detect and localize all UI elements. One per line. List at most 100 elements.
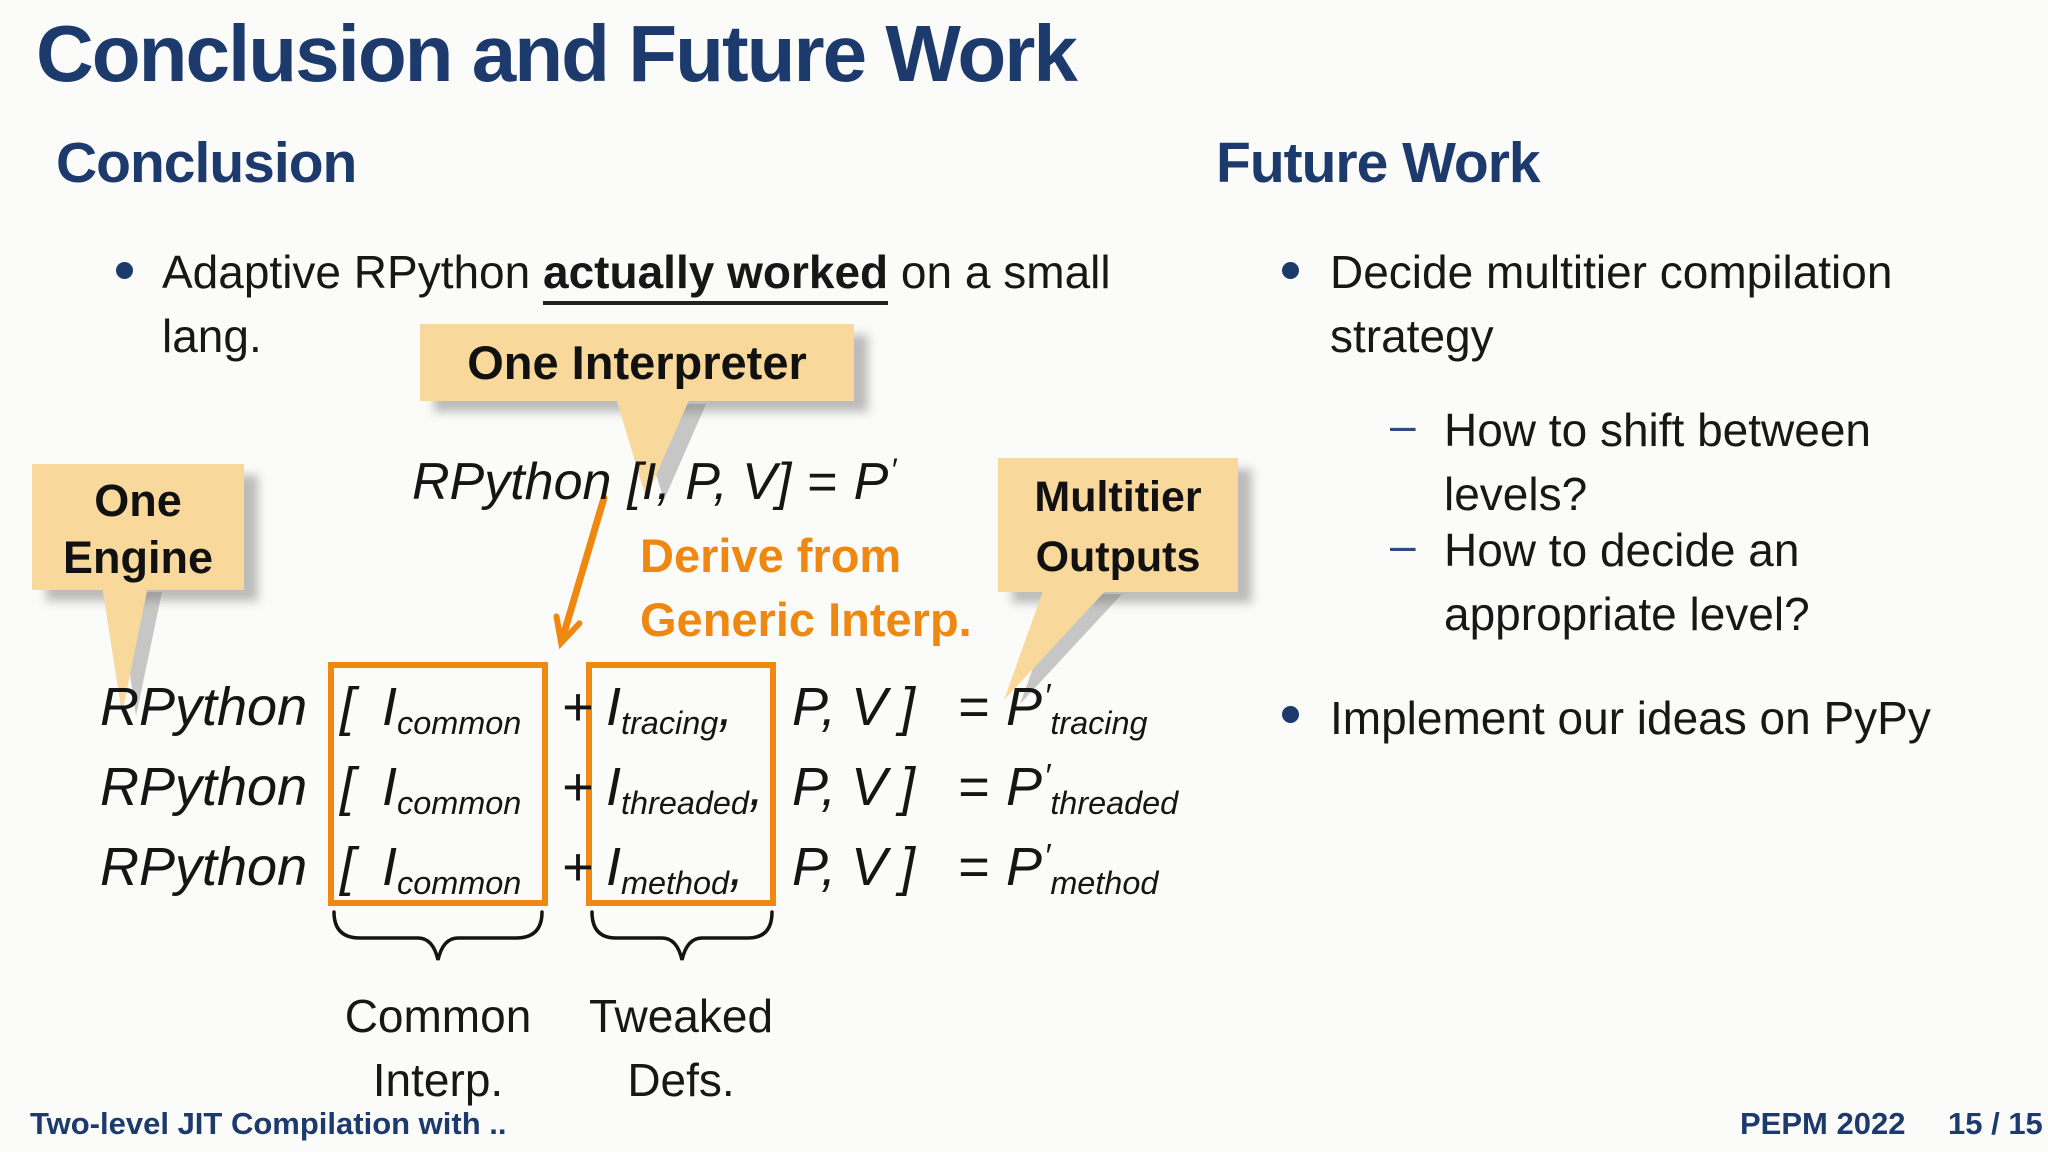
eq-lhs: RPython <box>100 837 308 897</box>
callout-multitier-outputs: Multitier Outputs <box>998 458 1238 592</box>
eq-lhs: RPython <box>100 757 308 817</box>
eq-prime: ′ <box>1044 757 1051 795</box>
formula-prime: ′ <box>890 452 897 489</box>
formula-name: RPython <box>412 453 612 511</box>
footer-conference: PEPM 2022 <box>1740 1106 1906 1141</box>
derive-annotation: Derive from Generic Interp. <box>640 524 972 652</box>
eq-base: I <box>606 677 622 737</box>
eq-common-term: Icommon <box>382 836 550 902</box>
bullet-dot <box>116 262 133 279</box>
eq-result-term: P′method <box>1006 836 1158 902</box>
label-tweaked-defs: Tweaked Defs. <box>582 984 780 1112</box>
bullet-dot <box>1282 706 1299 723</box>
callout-multitier-line2: Outputs <box>1035 533 1201 581</box>
callout-one-engine: One Engine <box>32 464 244 590</box>
eq-equals: = <box>958 837 990 897</box>
bullet-text-post: on a small lang. <box>162 246 1111 362</box>
eq-equals: = <box>958 757 990 817</box>
eq-result-term: P′threaded <box>1006 756 1178 822</box>
footer-page-number: 15 / 15 <box>1948 1106 2043 1141</box>
eq-open-bracket: [ <box>340 837 356 897</box>
eq-result: P <box>1006 677 1043 737</box>
eq-prime: ′ <box>1044 837 1051 875</box>
eq-args: P, V <box>792 757 888 817</box>
label-common-interp: Common Interp. <box>326 984 550 1112</box>
eq-lhs: RPython <box>100 677 308 737</box>
label-tweaked-line2: Defs. <box>627 1054 735 1106</box>
conclusion-bullet: Adaptive RPython actually worked on a sm… <box>162 240 1202 368</box>
formula-vars: I, P, V <box>641 453 777 511</box>
formula-result: P <box>853 453 889 511</box>
eq-equals: = <box>958 677 990 737</box>
section-heading-future-work: Future Work <box>1216 131 1541 195</box>
callout-multitier-line1: Multitier <box>1034 473 1202 521</box>
eq-base: I <box>382 757 398 817</box>
slide-title: Conclusion and Future Work <box>36 9 1078 98</box>
bullet-text-pre: Adaptive RPython <box>162 246 544 298</box>
derive-line2: Generic Interp. <box>640 593 972 646</box>
underbrace-left-icon <box>332 910 544 961</box>
callout-one-interpreter-label: One Interpreter <box>467 336 807 389</box>
eq-tweak-sub: threaded <box>621 785 749 822</box>
eq-tweak-sub: tracing <box>621 705 719 742</box>
label-tweaked-line1: Tweaked <box>588 990 774 1042</box>
formula-generic: RPython [I, P, V] = P′ <box>412 452 896 512</box>
eq-result-sub: threaded <box>1050 785 1179 822</box>
eq-args: P, V <box>792 837 888 897</box>
eq-tweak-sub: method <box>621 865 730 902</box>
eq-base: I <box>606 757 622 817</box>
label-common-line2: Interp. <box>372 1054 504 1106</box>
callout-one-engine-line2: Engine <box>62 532 213 583</box>
eq-close-bracket: ] <box>900 677 916 737</box>
eq-tweak-term: Itracing, <box>606 676 792 742</box>
eq-plus: + <box>562 757 594 817</box>
future-bullet-pypy: Implement our ideas on PyPy <box>1330 692 1931 744</box>
eq-result-sub: method <box>1050 865 1159 902</box>
formula-open-bracket: [ <box>627 453 642 511</box>
eq-open-bracket: [ <box>340 757 356 817</box>
eq-result-term: P′tracing <box>1006 676 1148 742</box>
eq-plus: + <box>562 837 594 897</box>
eq-common-term: Icommon <box>382 676 550 742</box>
eq-result-sub: tracing <box>1050 705 1148 742</box>
sub-bullet-dash: – <box>1390 519 1416 571</box>
formula-equals: = <box>807 453 838 511</box>
bullet-dot <box>1282 262 1299 279</box>
bullet-text-emphasis: actually worked <box>543 246 889 305</box>
eq-common-term: Icommon <box>382 756 550 822</box>
future-bullet-strategy: Decide multitier compilation strategy <box>1330 246 1893 362</box>
callout-one-interpreter: One Interpreter <box>420 324 854 401</box>
eq-base: I <box>382 677 398 737</box>
equation-row-method: RPython [ Icommon + Imethod, P, V ] = P′… <box>100 836 1500 902</box>
eq-comma: , <box>748 757 764 817</box>
eq-plus: + <box>562 677 594 737</box>
sub-bullet-dash: – <box>1390 399 1416 451</box>
eq-result: P <box>1006 837 1043 897</box>
formula-close-bracket: ] <box>776 453 792 511</box>
future-sub-item-decide: How to decide an appropriate level? <box>1444 524 1810 640</box>
eq-common-sub: common <box>397 785 522 822</box>
equation-row-threaded: RPython [ Icommon + Ithreaded, P, V ] = … <box>100 756 1500 822</box>
orange-highlight-box-common <box>328 662 548 906</box>
eq-tweak-term: Imethod, <box>606 836 792 902</box>
eq-open-bracket: [ <box>340 677 356 737</box>
eq-common-sub: common <box>397 705 522 742</box>
underbrace-right-icon <box>590 910 774 961</box>
future-sub-item-shift: How to shift between levels? <box>1444 404 1872 520</box>
eq-tweak-term: Ithreaded, <box>606 756 792 822</box>
eq-comma: , <box>729 837 745 897</box>
eq-close-bracket: ] <box>900 757 916 817</box>
eq-base: I <box>606 837 622 897</box>
equation-row-tracing: RPython [ Icommon + Itracing, P, V ] = P… <box>100 676 1500 742</box>
derive-line1: Derive from <box>640 529 902 582</box>
section-heading-conclusion: Conclusion <box>56 131 357 195</box>
eq-args: P, V <box>792 677 888 737</box>
eq-comma: , <box>718 677 734 737</box>
label-common-line1: Common <box>344 990 532 1042</box>
eq-base: I <box>382 837 398 897</box>
eq-result: P <box>1006 757 1043 817</box>
orange-highlight-box-tweaked <box>586 662 776 906</box>
callout-one-engine-line1: One <box>94 475 182 526</box>
footer-title: Two-level JIT Compilation with .. <box>30 1106 507 1141</box>
